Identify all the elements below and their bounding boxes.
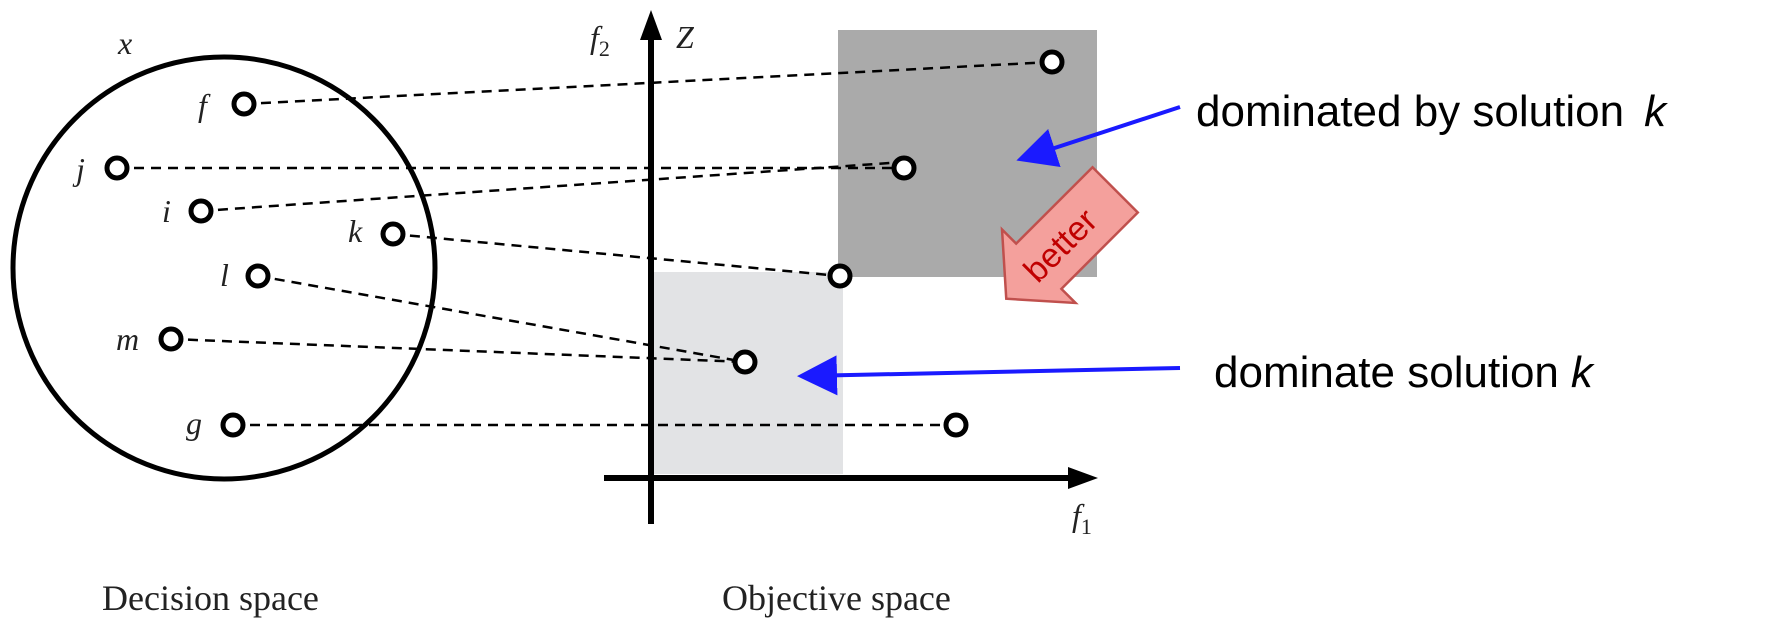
decision-space-circle [10, 54, 438, 482]
x-axis-subscript: 1 [1081, 514, 1092, 539]
point-label-l: l [220, 257, 229, 293]
point-i [188, 198, 214, 224]
point-j [104, 155, 130, 181]
objective-space-caption: Objective space [722, 578, 951, 618]
dominated-annotation-arrow [1016, 105, 1181, 168]
objective-axes [604, 10, 1098, 524]
y-axis-arrowhead [640, 10, 662, 40]
set-label-x: x [117, 25, 132, 61]
point-label-m: m [116, 321, 139, 357]
mapping-line-l [257, 274, 746, 364]
y-axis-label: f2 [590, 19, 610, 61]
decision-points [104, 91, 406, 438]
point-label-k: k [348, 213, 363, 249]
objective-point-ij [891, 155, 917, 181]
y-axis-subscript: 2 [599, 36, 610, 61]
point-label-g: g [186, 405, 202, 441]
point-k [380, 221, 406, 247]
point-g [220, 412, 246, 438]
objective-point-g [943, 412, 969, 438]
objective-point-k [827, 263, 853, 289]
objective-points [732, 49, 1065, 438]
dominate-annotation-arrow [797, 355, 1181, 396]
point-m [158, 326, 184, 352]
objective-space-label-z: Z [676, 19, 695, 55]
point-label-i: i [162, 193, 171, 229]
decision-space-caption: Decision space [102, 578, 319, 618]
objective-point-f [1039, 49, 1065, 75]
point-f [231, 91, 257, 117]
x-axis-label: f1 [1072, 497, 1092, 539]
point-label-j: j [72, 151, 85, 187]
mapping-line-i [200, 160, 905, 213]
point-label-f: f [198, 87, 211, 123]
x-axis-arrowhead [1068, 467, 1098, 489]
objective-point-lm [732, 349, 758, 375]
better-arrow-shape [1000, 165, 1140, 305]
point-l [245, 263, 271, 289]
mapping-line-k [392, 232, 841, 278]
